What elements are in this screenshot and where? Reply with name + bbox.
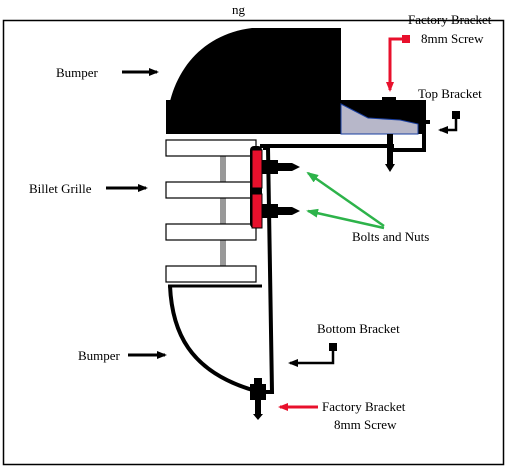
label-bottom-bracket: Bottom Bracket	[317, 321, 400, 336]
marker-square-red-top	[402, 35, 410, 43]
arrow-bolts-lower	[306, 208, 385, 230]
arrow-bolts-upper	[306, 171, 385, 228]
label-bumper-top: Bumper	[56, 65, 99, 80]
label-factory-bracket-top-1: Factory Bracket	[408, 12, 492, 27]
label-factory-bracket-bottom-2: 8mm Screw	[334, 417, 397, 432]
label-factory-bracket-top-2: 8mm Screw	[421, 31, 484, 46]
arrow-top-bracket	[438, 119, 458, 134]
bolt-lower	[251, 193, 300, 229]
billet-grille	[165, 139, 257, 283]
label-bolts-and-nuts: Bolts and Nuts	[352, 229, 429, 244]
bottom-bumper-shape	[168, 285, 257, 393]
grille-bar	[165, 265, 257, 283]
factory-screw-bottom	[250, 378, 266, 420]
factory-bracket-top	[340, 103, 419, 135]
top-bracket	[260, 120, 430, 152]
bracket-strap	[262, 146, 275, 394]
partial-title: ng	[232, 2, 246, 17]
marker-square-black-bottom	[329, 343, 337, 351]
grille-bar	[165, 139, 257, 157]
arrow-bottom-bracket	[288, 351, 335, 367]
label-top-bracket: Top Bracket	[418, 86, 482, 101]
marker-square-black-top	[452, 111, 460, 119]
grille-bar	[165, 223, 257, 241]
diagram-frame	[2, 19, 505, 466]
label-factory-bracket-bottom-1: Factory Bracket	[322, 399, 406, 414]
arrow-factory-bracket-top	[386, 37, 402, 92]
grille-post	[220, 142, 226, 270]
label-bumper-bottom: Bumper	[78, 348, 121, 363]
factory-screw-top	[376, 97, 402, 118]
label-billet-grille: Billet Grille	[29, 181, 92, 196]
top-bracket-bolt	[387, 134, 393, 164]
bolt-upper	[251, 149, 300, 189]
grille-bar	[165, 181, 257, 199]
